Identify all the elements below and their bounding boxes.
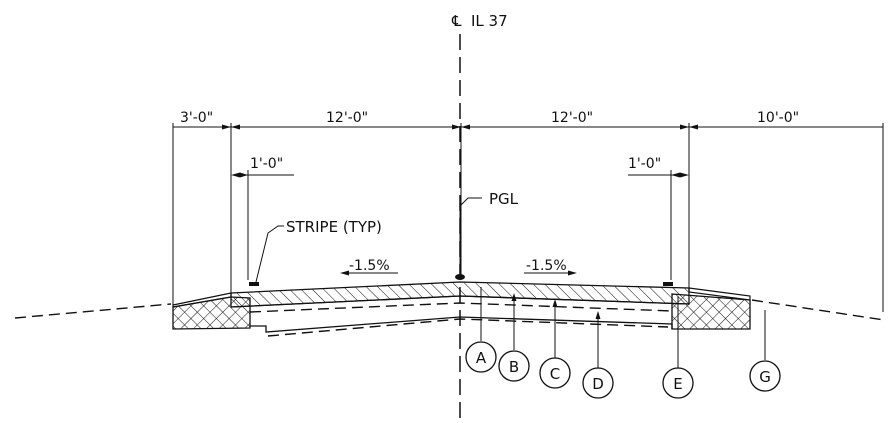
- callout-circle: [539, 357, 571, 389]
- callout-b: B: [498, 350, 530, 382]
- dim-lane-right: 12'-0": [551, 110, 593, 126]
- callout-g: G: [749, 360, 781, 392]
- callout-circle: [662, 367, 694, 399]
- arrowhead: [595, 311, 601, 319]
- arrowhead: [689, 124, 698, 130]
- dim-shoulder-left: 3'-0": [180, 110, 213, 126]
- arrowhead: [461, 124, 470, 130]
- callout-d: D: [582, 367, 614, 399]
- callout-label-c: C: [550, 365, 560, 383]
- callout-label-d: D: [592, 375, 604, 393]
- arrowhead: [568, 270, 577, 276]
- callout-circle: [465, 341, 497, 373]
- stripe-leader: STRIPE (TYP): [255, 218, 382, 283]
- slope-left: -1.5%: [340, 258, 398, 276]
- centerline-symbol: ℄: [451, 12, 462, 30]
- callout-circle: [582, 367, 614, 399]
- stripe-marker-left: [249, 282, 259, 286]
- arrowhead: [222, 124, 231, 130]
- binder-line: [230, 295, 690, 308]
- arrowhead: [680, 124, 689, 130]
- offset-dimension-right: 1'-0": [628, 156, 689, 280]
- pgl-label: PGL: [489, 190, 519, 208]
- dim-shoulder-right: 10'-0": [757, 110, 799, 126]
- top-dimension-lines: [172, 123, 884, 312]
- arrowhead: [240, 172, 248, 178]
- dim-offset-left: 1'-0": [250, 156, 283, 172]
- subbase-line: [250, 316, 673, 333]
- pgl-leader-line: [459, 197, 482, 276]
- arrowhead: [231, 124, 240, 130]
- offset-dimension-left: 1'-0": [231, 156, 294, 280]
- pgl-marker: [455, 274, 465, 280]
- slope-left-label: -1.5%: [349, 258, 390, 274]
- callout-c: C: [539, 357, 571, 389]
- callout-label-b: B: [509, 358, 519, 376]
- slope-right-label: -1.5%: [526, 258, 567, 274]
- arrowhead: [452, 124, 461, 130]
- subgrade-line-dashed: [267, 318, 669, 337]
- shoulder-block-right: [671, 293, 751, 330]
- callout-label-e: E: [673, 375, 682, 393]
- callout-leaders: [480, 287, 766, 368]
- stripe-marker-right: [663, 282, 673, 286]
- callout-a: A: [465, 341, 497, 373]
- stripe-label: STRIPE (TYP): [286, 218, 382, 236]
- stripe-leader-line: [255, 225, 284, 283]
- arrowhead: [671, 172, 680, 178]
- centerline-label: IL 37: [471, 12, 508, 30]
- callout-e: E: [662, 367, 694, 399]
- callout-label-g: G: [759, 368, 771, 386]
- arrowhead: [231, 172, 240, 178]
- callout-circle: [498, 350, 530, 382]
- callout-circle: [749, 360, 781, 392]
- arrowhead: [552, 299, 558, 307]
- centerline-title: ℄ IL 37: [451, 12, 508, 30]
- dim-offset-right: 1'-0": [628, 156, 661, 172]
- arrowhead: [680, 172, 689, 178]
- arrowhead: [340, 270, 349, 276]
- slope-right: -1.5%: [524, 258, 577, 276]
- ground-line-right: [751, 299, 885, 321]
- base-line-dashed: [249, 302, 673, 313]
- pgl-leader: PGL: [459, 190, 519, 276]
- callout-label-a: A: [476, 349, 487, 367]
- arrowhead: [511, 293, 517, 301]
- dim-lane-left: 12'-0": [326, 110, 368, 126]
- ground-line-left: [14, 303, 172, 319]
